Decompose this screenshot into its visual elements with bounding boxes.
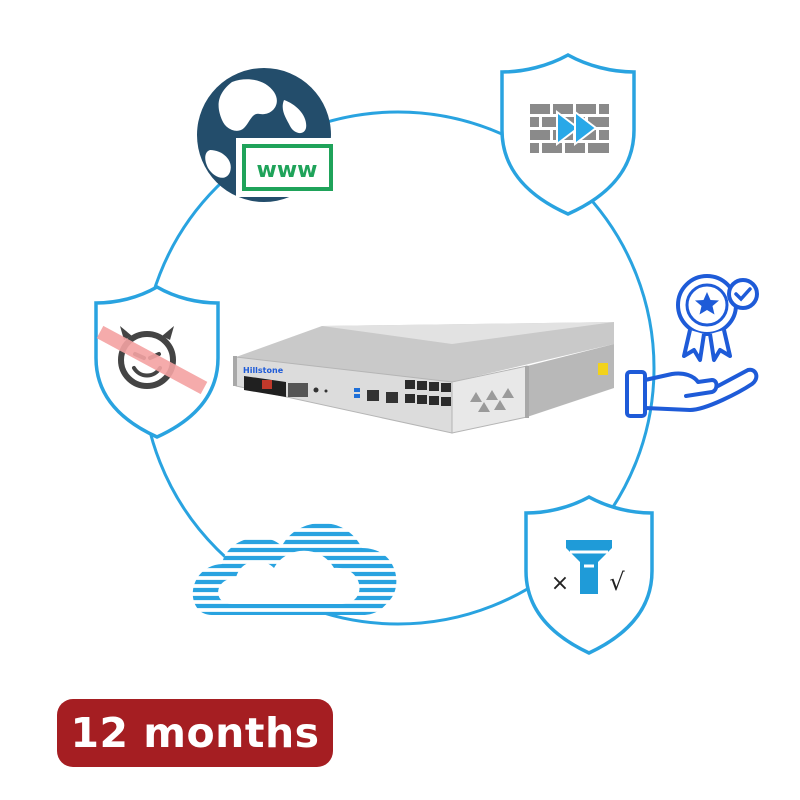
filter-shield-icon: × √: [524, 495, 654, 655]
accept-mark: √: [609, 568, 625, 596]
award-hand-icon: [625, 274, 759, 418]
globe-www-icon: www: [197, 68, 339, 202]
cloud-icon: [192, 522, 397, 615]
blocked-threat-shield-icon: [94, 284, 220, 439]
firewall-shield-icon: [500, 53, 636, 216]
firewall-appliance: Hillstone: [233, 322, 614, 434]
device-brand: Hillstone: [243, 366, 284, 375]
duration-badge: 12 months: [57, 699, 333, 767]
www-label: www: [257, 158, 318, 183]
reject-mark: ×: [551, 571, 569, 596]
